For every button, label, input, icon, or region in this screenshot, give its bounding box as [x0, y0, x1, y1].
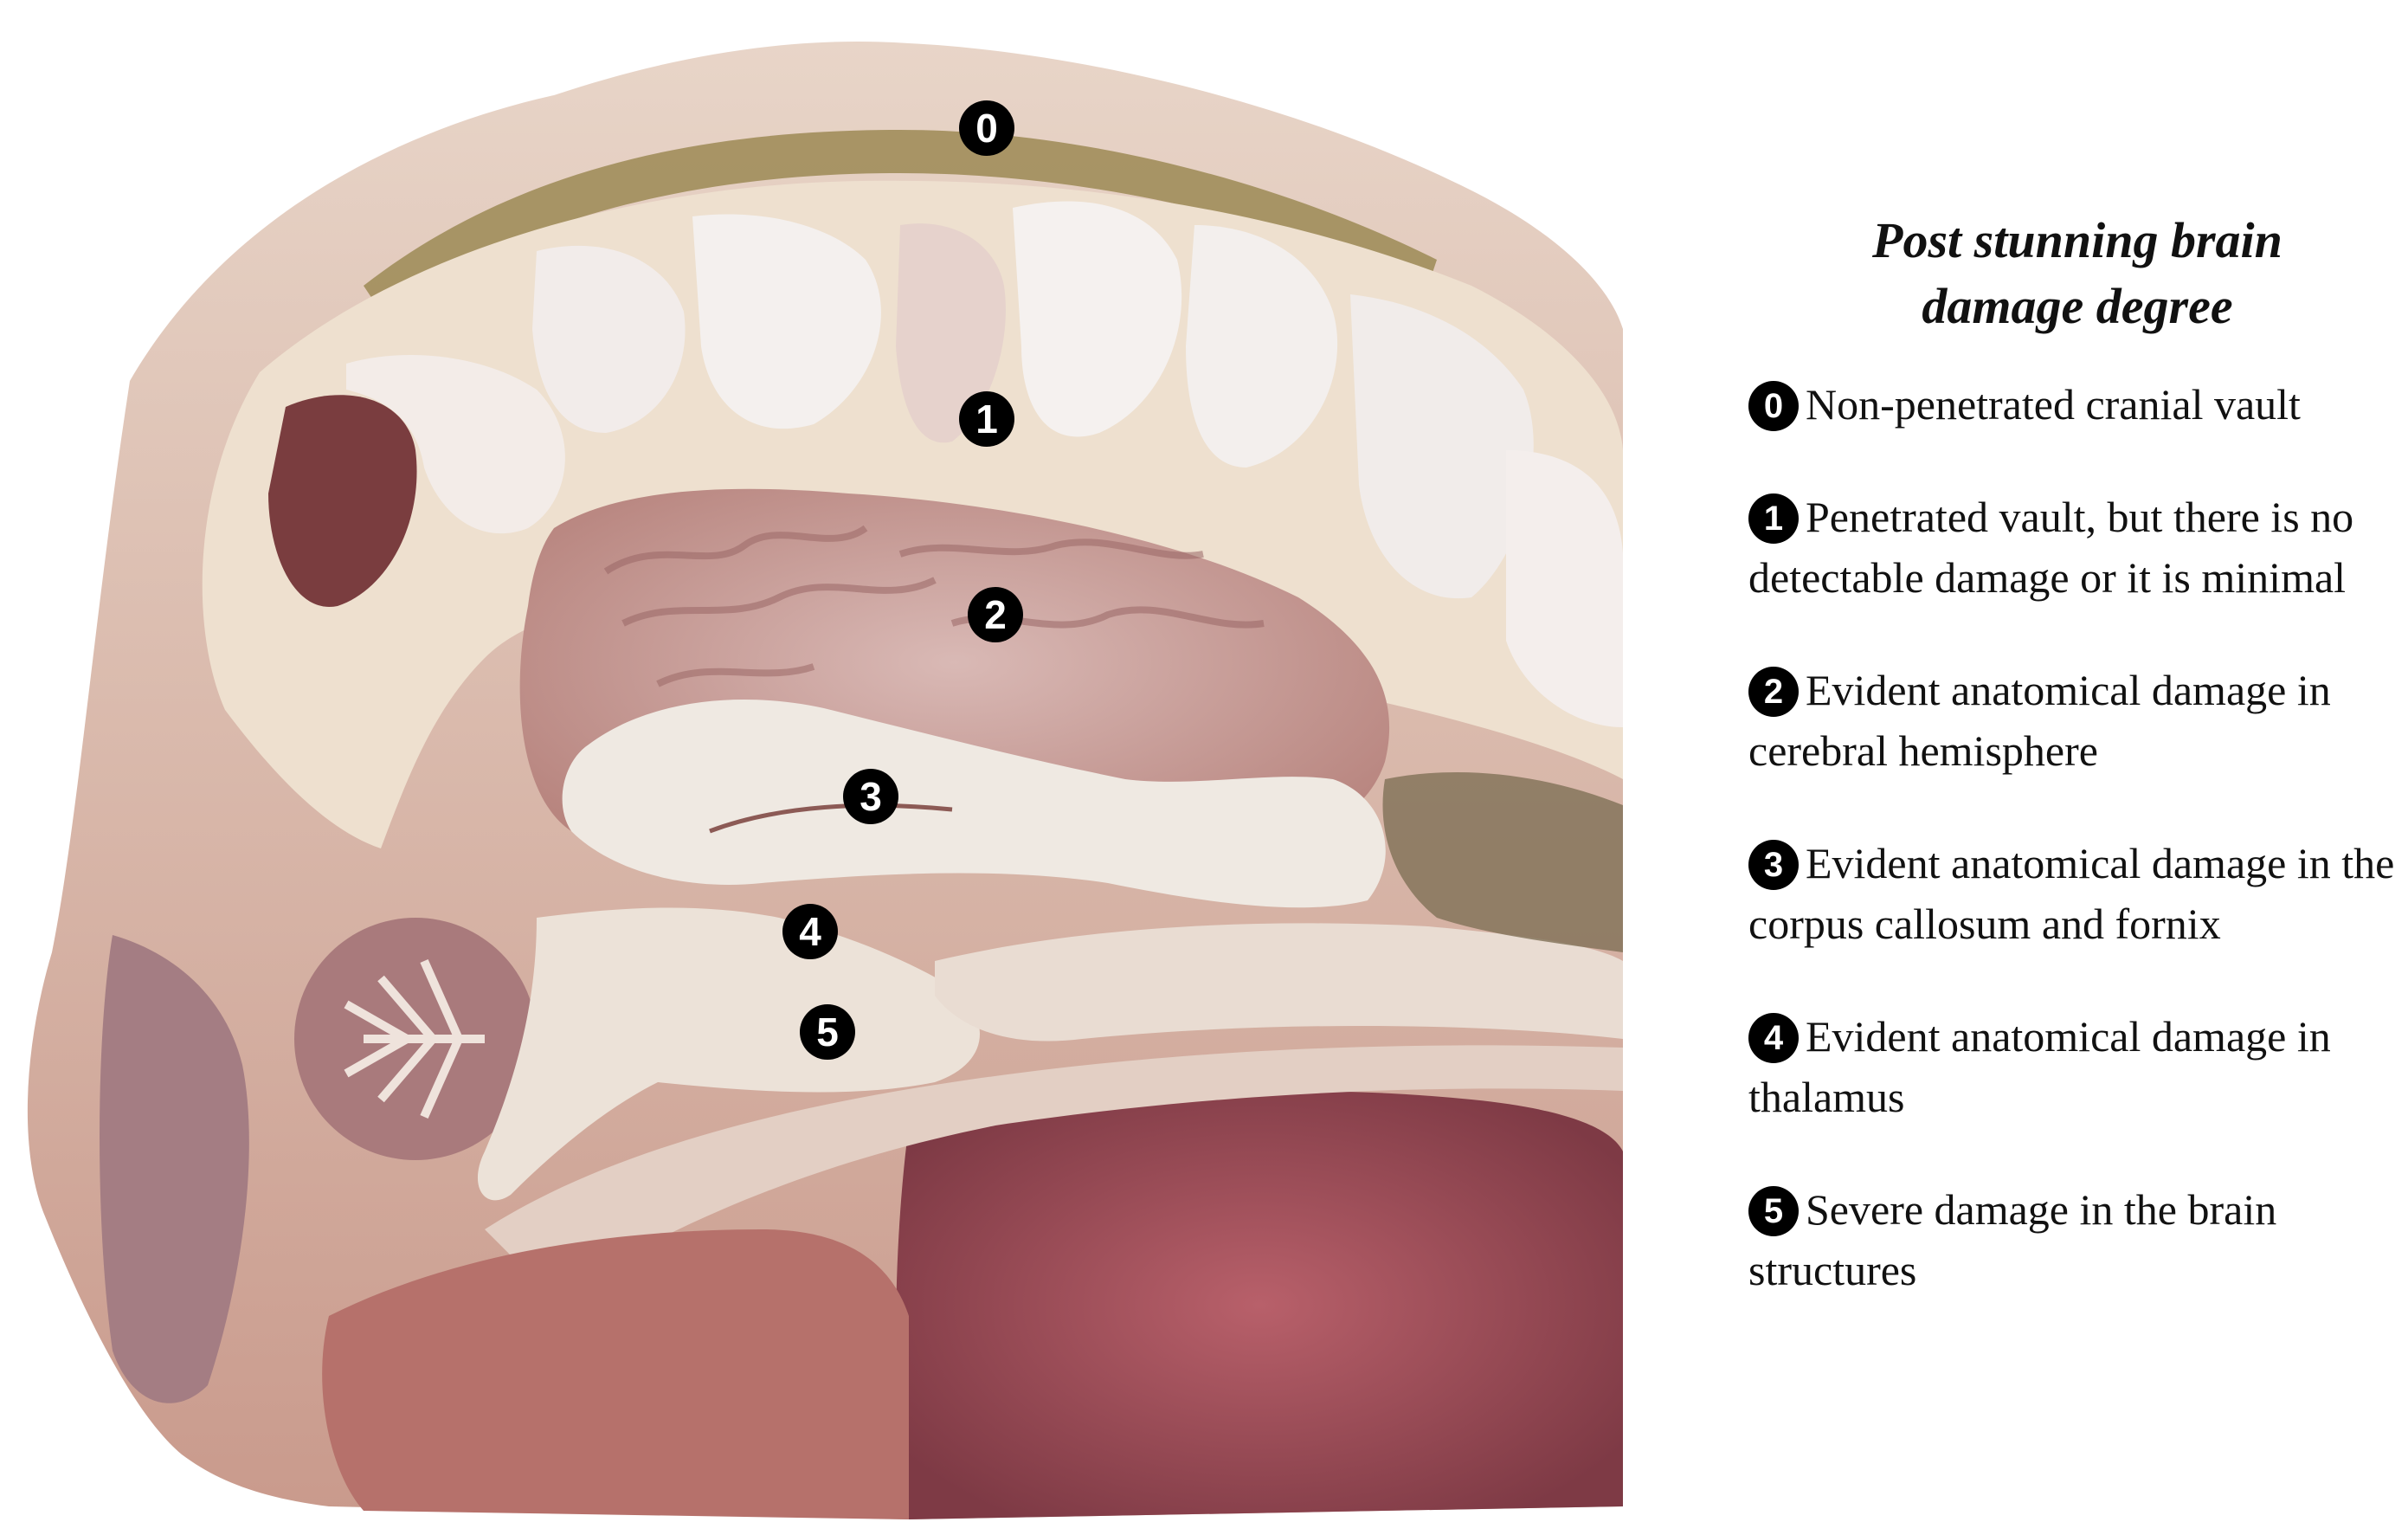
legend-number-4: 4: [1748, 1012, 1799, 1063]
marker-1: 1: [959, 391, 1014, 447]
arbor-vitae: [344, 958, 485, 1119]
marker-5: 5: [800, 1004, 855, 1060]
legend-title-line2: damage degree: [1922, 278, 2233, 334]
corpus-callosum: [562, 700, 1386, 908]
vertebra-column: [100, 935, 249, 1403]
legend-text-1: Penetrated vault, but there is no detect…: [1748, 493, 2354, 602]
nasal-rim: [346, 355, 565, 534]
sinus-5: [692, 214, 881, 429]
legend-number-0: 0: [1748, 380, 1799, 431]
frontal-sinus-4: [1506, 450, 1623, 727]
skull-base-band: [935, 923, 1623, 1042]
fornix-line: [709, 803, 953, 834]
legend-text-3: Evident anatomical damage in the corpus …: [1748, 839, 2395, 948]
marker-4: 4: [782, 904, 838, 959]
marker-3: 3: [843, 769, 898, 824]
specimen-illustration: [27, 42, 1624, 1519]
legend-number-2: 2: [1748, 666, 1799, 717]
legend-text-0: Non-penetrated cranial vault: [1806, 380, 2301, 429]
legend-title-line1: Post stunning brain: [1872, 212, 2282, 268]
legend-number-3: 3: [1748, 839, 1799, 890]
frontal-sinus-2: [1186, 225, 1338, 468]
legend-number-5: 5: [1748, 1185, 1799, 1236]
legend-text-5: Severe damage in the brain structures: [1748, 1185, 2277, 1294]
brainstem: [477, 907, 981, 1201]
marker-0: 0: [959, 100, 1014, 156]
marker-2: 2: [968, 587, 1023, 642]
scalp-band: [364, 130, 1437, 312]
legend-number-1: 1: [1748, 493, 1799, 544]
legend-text-4: Evident anatomical damage in thalamus: [1748, 1012, 2331, 1121]
specimen-photo: 0 1 2 3 4 5: [27, 42, 1624, 1519]
palate: [485, 1045, 1623, 1299]
jaw-muscle: [322, 1229, 909, 1519]
frontal-sinus-3: [1350, 294, 1534, 599]
nasal-cavity: [268, 395, 417, 607]
legend-title: Post stunning brain damage degree: [1748, 208, 2406, 339]
tongue-muscle: [896, 1091, 1623, 1519]
sinus-6: [896, 223, 1006, 443]
sinus-7: [532, 245, 686, 433]
legend-text-2: Evident anatomical damage in cerebral he…: [1748, 666, 2331, 775]
frontal-sinus-1: [1013, 201, 1182, 437]
olive-tissue: [1382, 771, 1623, 952]
